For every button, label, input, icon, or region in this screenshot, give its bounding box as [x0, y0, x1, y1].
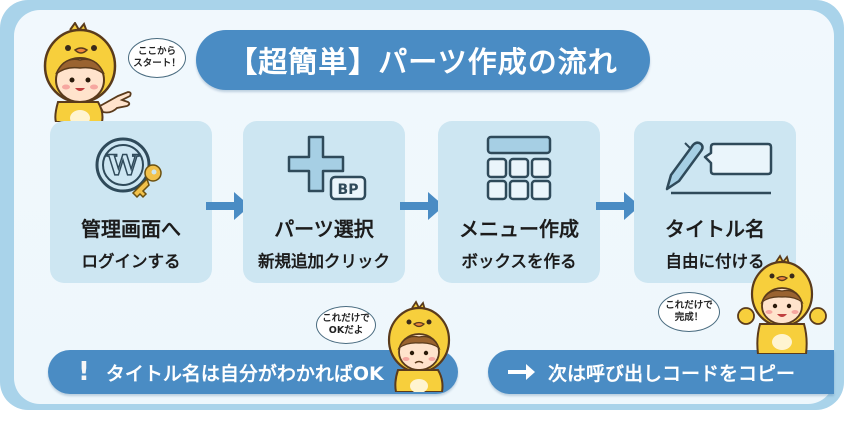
step-subtitle: ボックスを作る — [461, 252, 577, 271]
chick-mascot-pointing — [43, 22, 132, 122]
step-subtitle: 新規追加クリック — [258, 252, 390, 271]
wordpress-key-icon: W — [95, 137, 162, 199]
exclamation-icon: ! — [78, 357, 90, 387]
bubble-text: ここから — [137, 46, 176, 57]
bubble-text: 完成！ — [674, 312, 704, 323]
bubble-text: これだけで — [322, 313, 370, 324]
step-title: メニュー作成 — [459, 217, 579, 241]
menu-grid-icon — [486, 135, 552, 201]
step-subtitle: ログインする — [81, 252, 181, 271]
arrow-right-icon — [206, 192, 250, 220]
step-card-menu-create: メニュー作成 ボックスを作る — [438, 121, 600, 283]
step-title: パーツ選択 — [274, 217, 374, 241]
note-text: 次は呼び出しコードをコピー — [548, 362, 796, 385]
plus-bp-icon: BP — [287, 135, 367, 201]
svg-text:W: W — [106, 149, 139, 182]
page-title-text: 【超簡単】パーツ作成の流れ — [228, 45, 618, 79]
speech-bubble-start: ここから スタート！ — [128, 38, 186, 78]
step-card-login: W 管理画面へ ログインする — [50, 121, 212, 283]
svg-text:BP: BP — [338, 182, 359, 198]
step-title: 管理画面へ — [81, 217, 181, 241]
step-card-parts-select: BP パーツ選択 新規追加クリック — [243, 121, 405, 283]
chick-mascot-cheering — [737, 254, 827, 354]
speech-bubble-done: これだけで 完成！ — [658, 292, 720, 332]
note-bar-next-step: 次は呼び出しコードをコピー — [488, 350, 834, 394]
pen-label-icon — [665, 141, 773, 195]
chick-mascot-worried — [387, 300, 451, 392]
page-title: 【超簡単】パーツ作成の流れ — [196, 30, 650, 90]
speech-bubble-ok: これだけで OKだよ — [316, 306, 376, 344]
arrow-right-icon — [596, 192, 640, 220]
step-title: タイトル名 — [665, 217, 765, 241]
note-text: タイトル名は自分がわかればOK — [105, 362, 384, 385]
bubble-text: これだけで — [665, 300, 713, 311]
bubble-text: OKだよ — [328, 325, 364, 336]
step-subtitle: 自由に付ける — [665, 252, 765, 271]
arrow-right-icon — [506, 362, 536, 382]
arrow-right-icon — [400, 192, 444, 220]
step-card-title-name: タイトル名 自由に付ける — [634, 121, 796, 283]
note-bar-title-ok: ! タイトル名は自分がわかればOK — [48, 350, 458, 394]
bubble-text: スタート！ — [133, 58, 181, 69]
